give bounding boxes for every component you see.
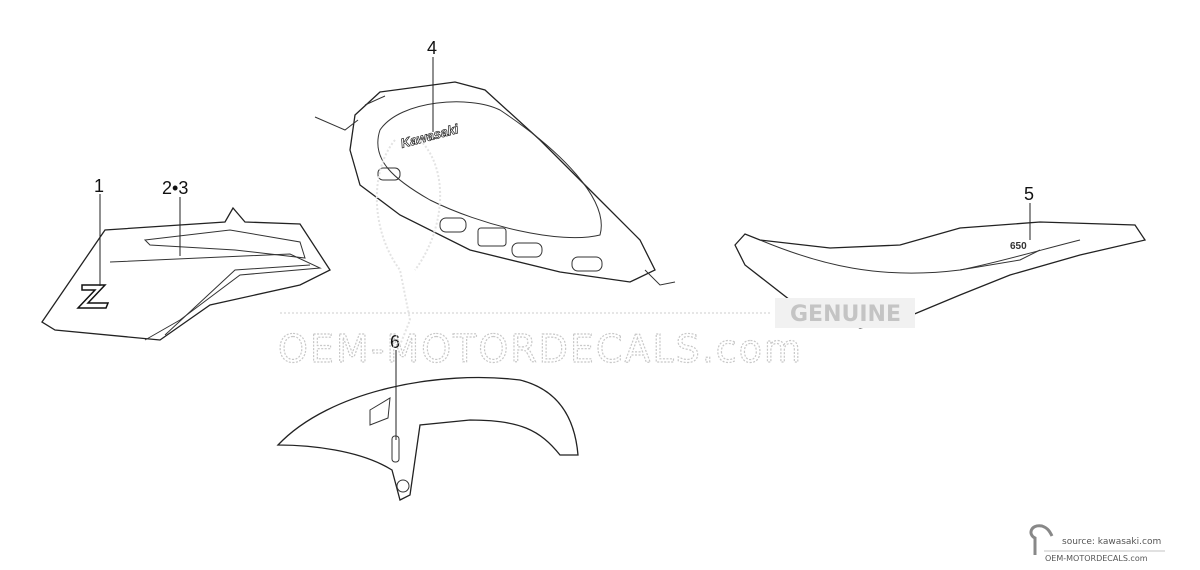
callout-4: 4 bbox=[427, 38, 437, 58]
part-tank-cover: Kawasaki 4 bbox=[314, 38, 676, 286]
watermark-text: OEM-MOTORDECALS.com bbox=[278, 327, 803, 371]
tail-650-logo: 650 bbox=[1010, 241, 1027, 252]
genuine-badge bbox=[775, 298, 915, 328]
part-shroud: 1 2•3 bbox=[41, 176, 331, 341]
watermark: GENUINE OEM-MOTORDECALS.com bbox=[277, 139, 915, 372]
part-front-fender: 6 bbox=[276, 332, 579, 501]
callout-2-3: 2•3 bbox=[162, 178, 188, 198]
source-credit: source: kawasaki.com OEM-MOTORDECALS.com bbox=[1029, 524, 1165, 563]
cobra-logo-icon bbox=[1029, 524, 1054, 555]
genuine-text: GENUINE bbox=[790, 302, 901, 327]
source-text: source: kawasaki.com bbox=[1062, 537, 1161, 547]
cobra-watermark-icon bbox=[375, 139, 442, 346]
callout-5: 5 bbox=[1024, 184, 1034, 204]
z-logo-icon bbox=[76, 284, 110, 309]
callout-1: 1 bbox=[94, 176, 104, 196]
source-site-text: OEM-MOTORDECALS.com bbox=[1045, 554, 1148, 563]
callout-6: 6 bbox=[390, 332, 400, 352]
